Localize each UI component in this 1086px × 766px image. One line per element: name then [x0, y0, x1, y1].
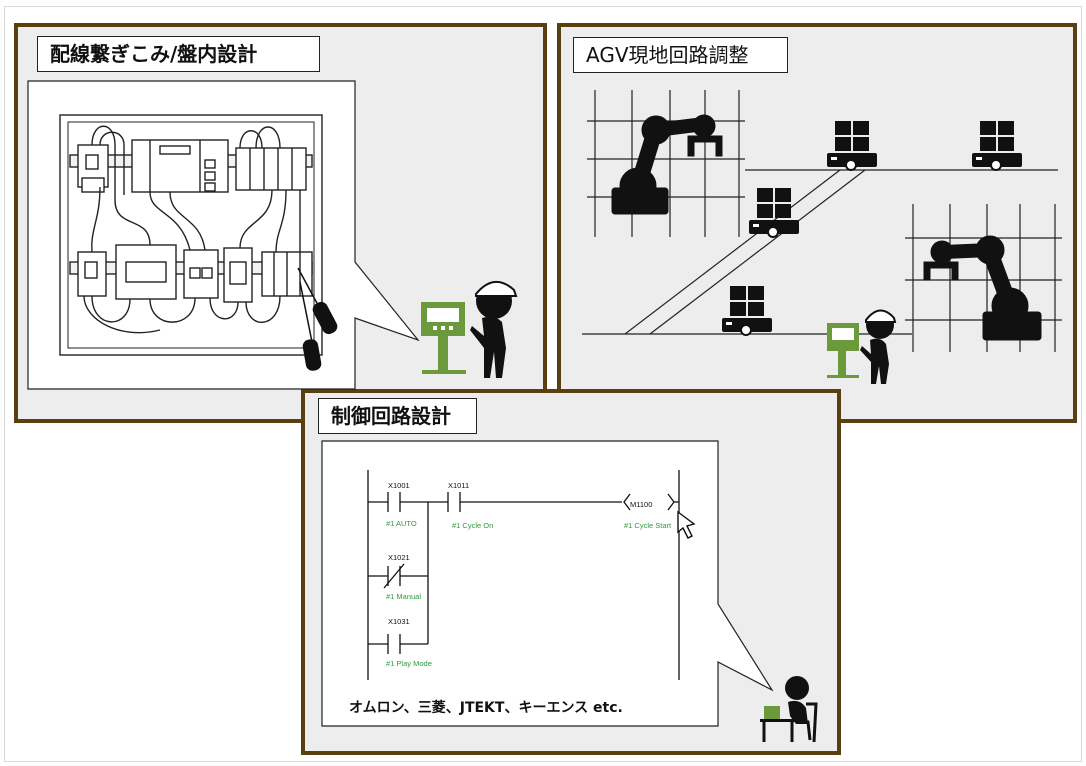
worker-icon [470, 281, 518, 378]
contact-address: X1001 [388, 481, 410, 490]
robot-arm-icon-2 [923, 235, 1042, 341]
agv-icon [722, 121, 1022, 336]
mouse-cursor-icon [677, 510, 696, 539]
screwdriver-icon [297, 267, 338, 371]
ladder-diagram [367, 470, 680, 680]
agv-worker-monitor-icon [827, 323, 859, 378]
desk-worker-icon [760, 676, 818, 743]
ladder-labels: X1001 #1 AUTO X1011 #1 Cycle On X1021 #1… [386, 481, 672, 668]
wiring-panel-title: 配線繋ぎこみ/盤内設計 [37, 36, 320, 72]
contact-comment: #1 Cycle On [452, 521, 493, 530]
worker-monitor-icon [421, 302, 466, 374]
robot-cell-grid-left [587, 90, 745, 237]
control-cabinet-drawing [59, 114, 323, 356]
robot-arm-icon [611, 114, 723, 215]
agv-worker-icon [860, 309, 897, 384]
control-panel-title: 制御回路設計 [318, 398, 477, 434]
control-speech-bubble [321, 440, 774, 727]
coil-comment: #1 Cycle Start [624, 521, 672, 530]
vendor-list: オムロン、三菱、JTEKT、キーエンス etc. [349, 699, 623, 716]
agv-panel-title: AGV現地回路調整 [573, 37, 788, 73]
contact-address: X1031 [388, 617, 410, 626]
contact-address: X1011 [448, 481, 469, 490]
wiring-speech-bubble [27, 80, 420, 390]
contact-comment: #1 Play Mode [386, 659, 432, 668]
outer-frame [4, 6, 1082, 762]
contact-comment: #1 Manual [386, 592, 421, 601]
contact-address: X1021 [388, 553, 410, 562]
contact-comment: #1 AUTO [386, 519, 417, 528]
coil-address: M1100 [630, 500, 652, 509]
agv-panel [557, 23, 1077, 423]
